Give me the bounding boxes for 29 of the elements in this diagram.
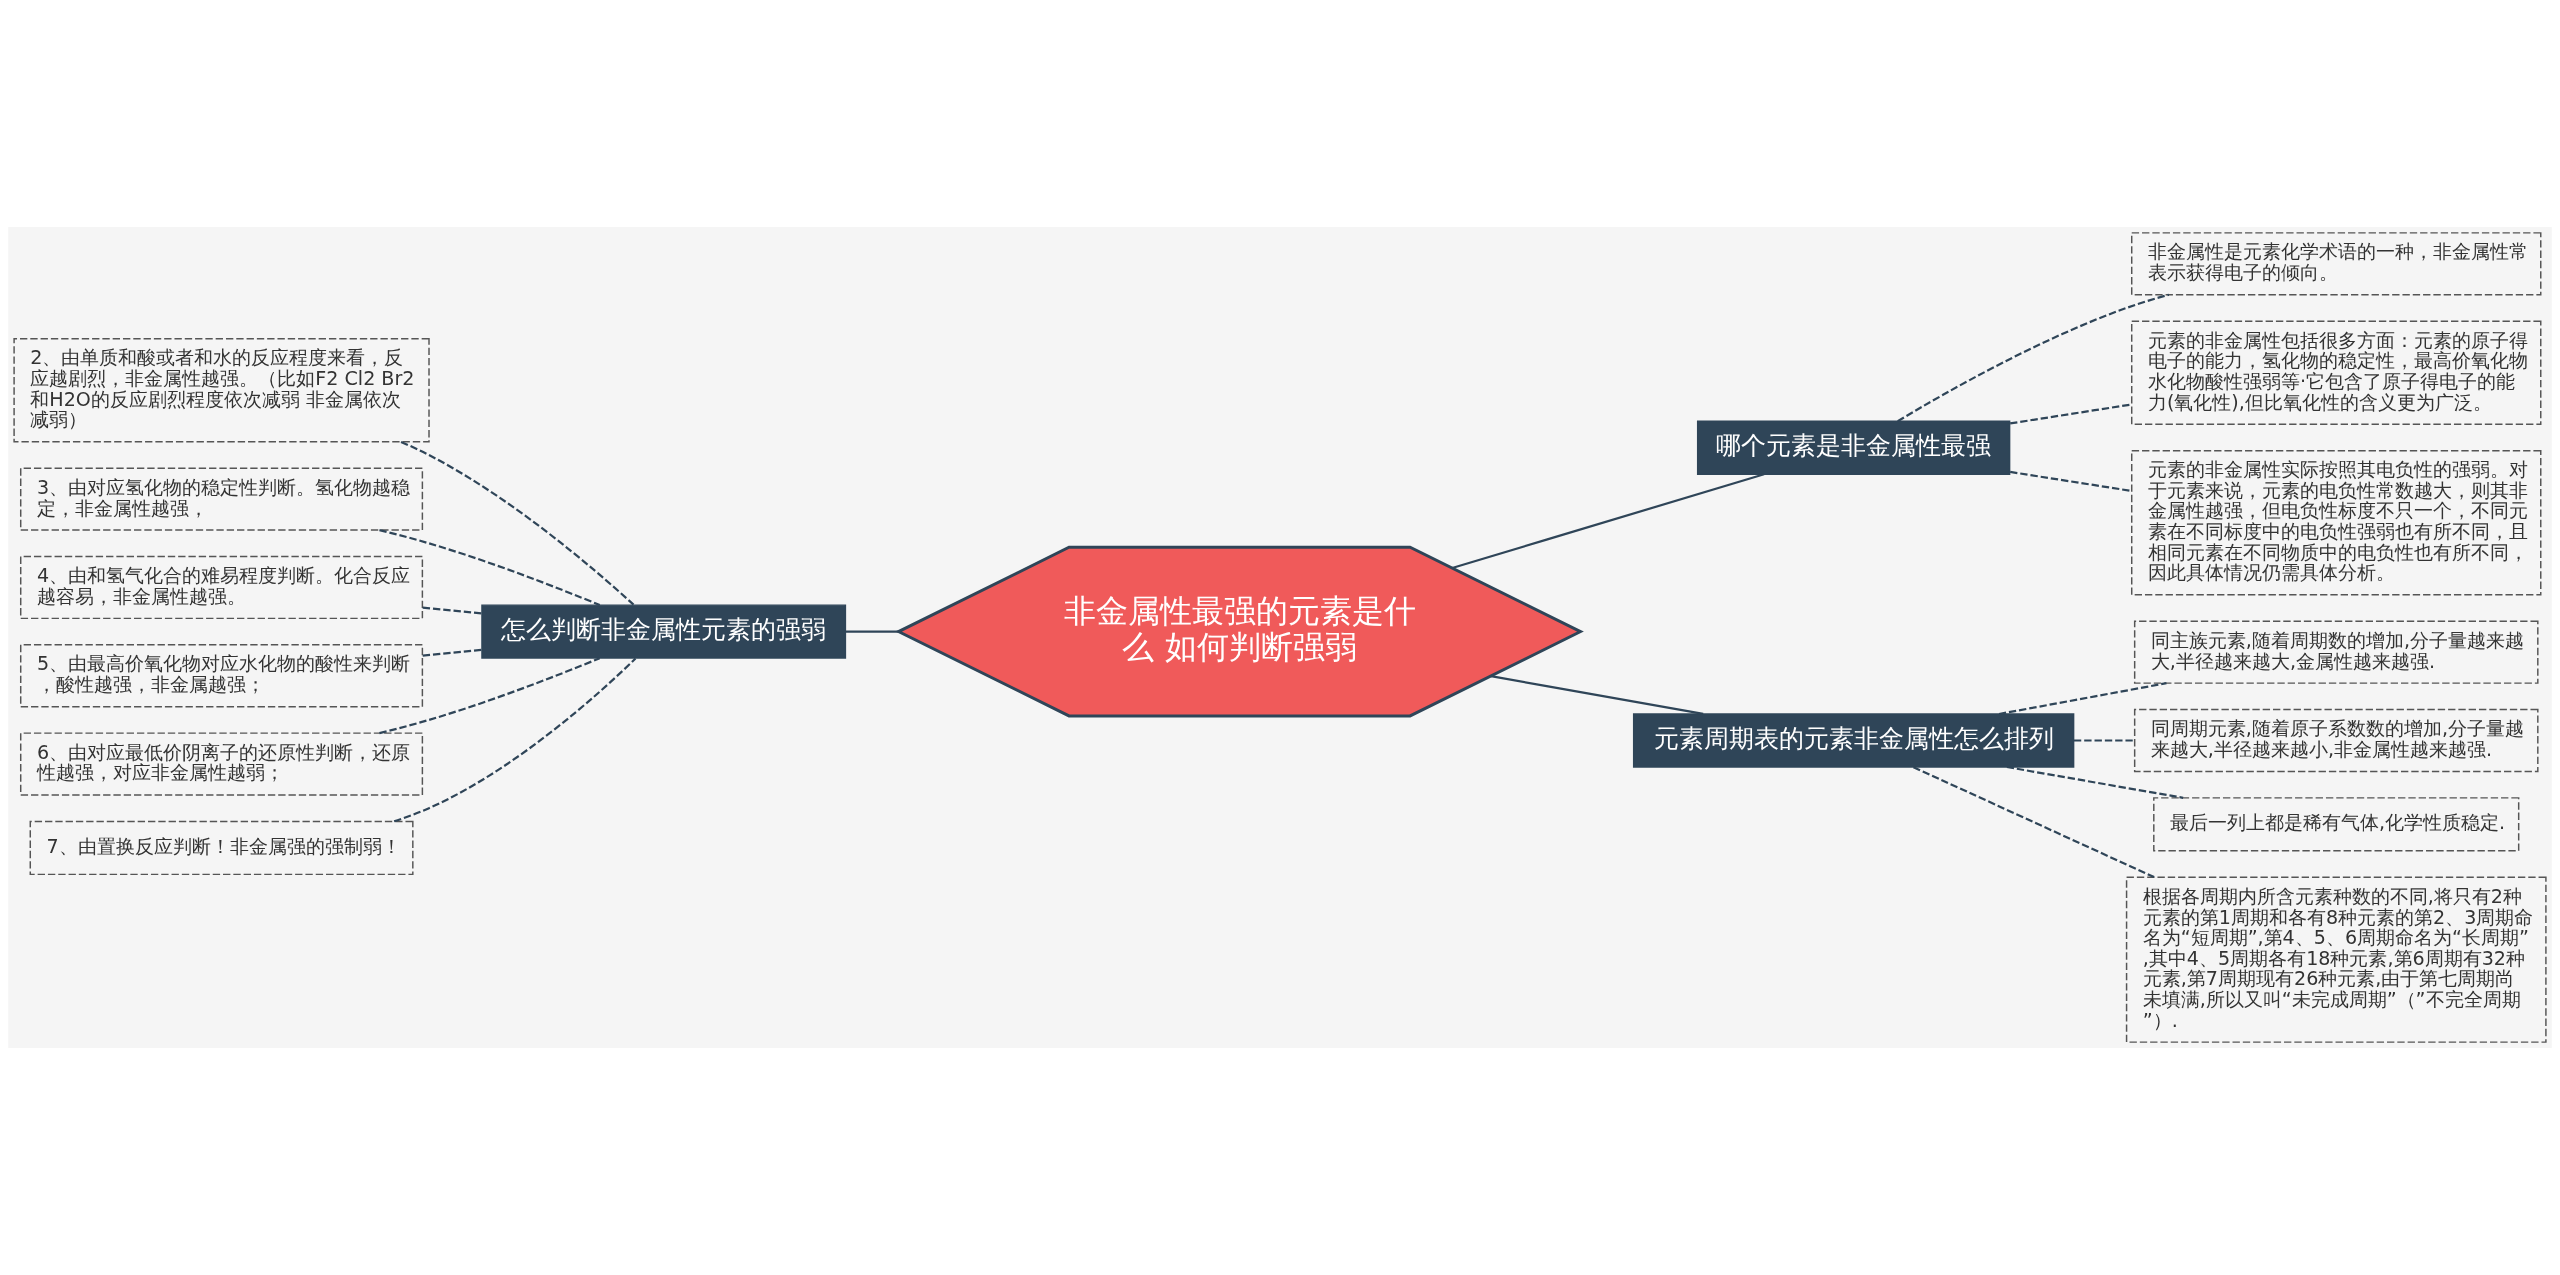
node-box: 元素周期表的元素非金属性怎么排列 <box>1632 713 2075 768</box>
connector <box>1451 473 1765 570</box>
connector <box>2010 470 2132 493</box>
node-box: 元素的非金属性实际按照其电负性的强弱。对于元素来说，元素的电负性常数越大，则其非金属性越强，但电负性标度不只一个，不同元素在不同标度中的电负性强弱也有所不同，且相同元素在不同物质中的电负性也有所不同，因此具体情况仍需具体分析。 <box>2131 449 2542 596</box>
node-box: 3、由对应氢化物的稳定性判断。氢化物越稳定，非金属性越强， <box>19 467 424 531</box>
connector <box>1998 682 2167 716</box>
node-box: 同主族元素,随着周期数的增加,分子量越来越大,半径越来越大,金属性越来越强. <box>2133 620 2539 684</box>
connector <box>845 630 899 633</box>
connector <box>2010 403 2132 425</box>
node-box: 最后一列上都是稀有气体,化学性质稳定. <box>2153 797 2520 852</box>
node-box: 非金属性是元素化学术语的一种，非金属性常表示获得电子的倾向。 <box>2131 232 2542 296</box>
node-box: 2、由单质和酸或者和水的反应程度来看，反应越剧烈，非金属性越强。（比如F2 Cl2 Br2 和H2O的反应剧烈程度依次减弱 非金属依次减弱） <box>13 338 430 443</box>
connector <box>2073 739 2134 742</box>
connector <box>422 606 482 615</box>
connector <box>1490 675 1704 716</box>
node-box: 怎么判断非金属性元素的强弱 <box>481 604 847 659</box>
connector <box>379 657 601 735</box>
node-box: 7、由置换反应判断！非金属强的强制弱！ <box>29 820 414 876</box>
connector <box>422 648 482 657</box>
node-box: 同周期元素,随着原子系数数的增加,分子量越来越大,半径越来越小,非金属性越来越强. <box>2133 708 2539 773</box>
node-box: 5、由最高价氧化物对应水化物的酸性来判断，酸性越强，非金属越强； <box>19 644 424 708</box>
connector <box>393 657 637 823</box>
connector <box>2006 765 2184 799</box>
node-box: 元素的非金属性包括很多方面：元素的原子得电子的能力，氢化物的稳定性，最高价氧化物水化物酸性强弱等·它包含了原子得电子的能力(氧化性),但比氧化性的含义更为广泛。 <box>2131 320 2542 425</box>
node-box: 6、由对应最低价阴离子的还原性判断，还原性越强，对应非金属性越弱； <box>19 732 424 796</box>
node-box: 哪个元素是非金属性最强 <box>1696 420 2011 475</box>
node-box: 4、由和氢气化合的难易程度判断。化合反应越容易，非金属性越强。 <box>19 555 424 620</box>
connector <box>400 440 635 606</box>
node-box: 根据各周期内所含元素种数的不同,将只有2种元素的第1周期和各有8种元素的第2、3周期命名为“短周期”,第4、5、6周期命名为“长周期”,其中4、5周期各有18种元素,第6周期有32种元素,第7周期现有26种元素,由于第七周期尚未填满,所以又叫“未完成周期”（”不完全周期”）. <box>2125 876 2547 1043</box>
